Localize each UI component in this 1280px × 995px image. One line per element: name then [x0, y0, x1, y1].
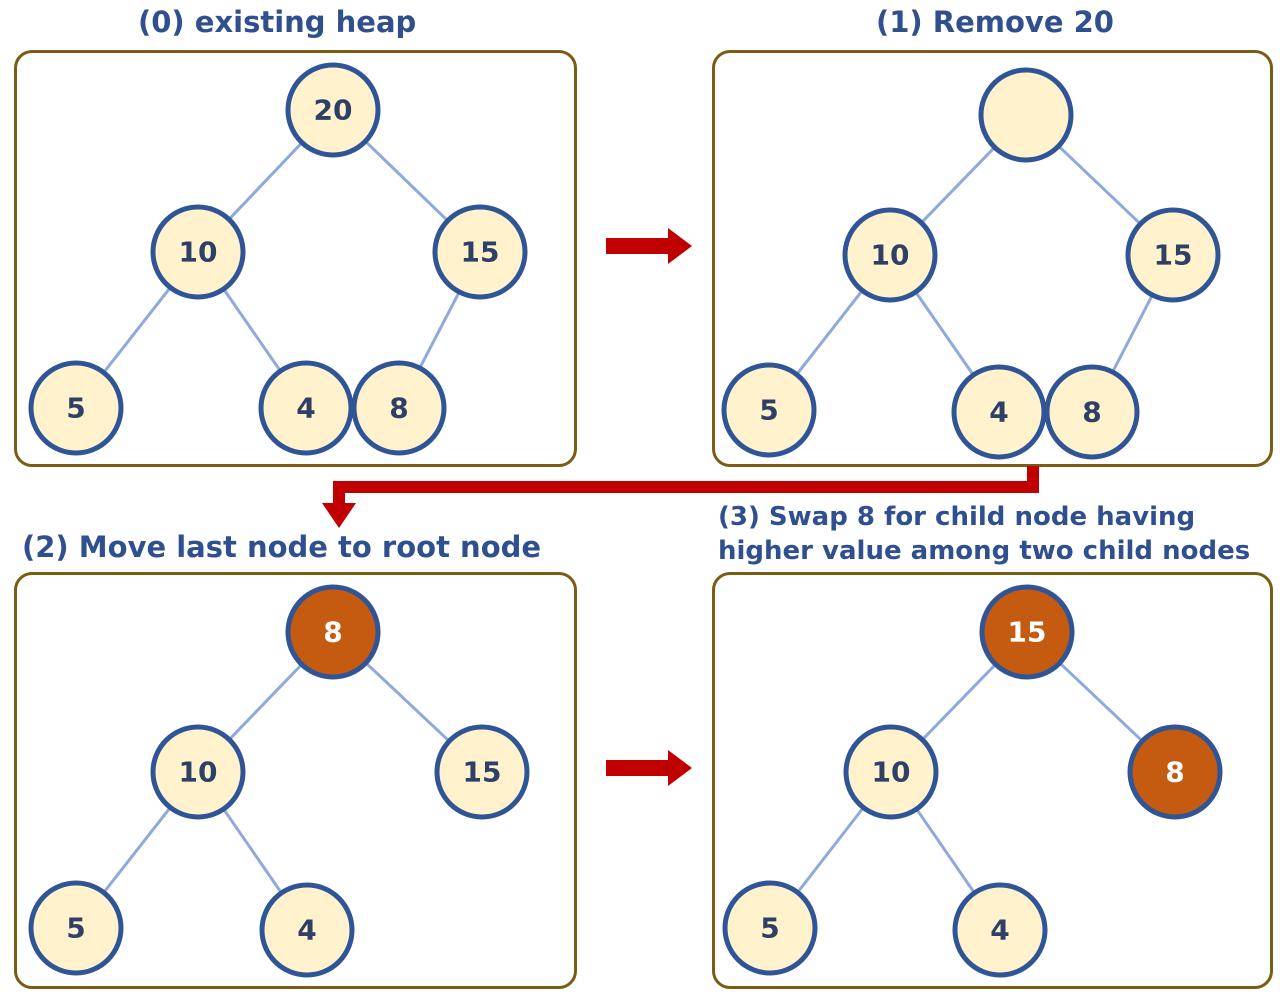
node-circle	[258, 360, 354, 456]
tree-edge-left-to-left-left	[103, 808, 171, 892]
tree-node-right: 15	[432, 204, 528, 300]
tree-node-right-left: 8	[351, 360, 447, 456]
node-circle	[434, 724, 530, 820]
tree-node-root: 15	[979, 584, 1075, 680]
node-circle	[1125, 207, 1221, 303]
node-value: 5	[760, 912, 779, 945]
tree-node-right-left: 8	[1044, 364, 1140, 460]
node-value: 8	[1165, 756, 1184, 789]
tree-edge-root-to-left	[229, 664, 302, 740]
node-circle	[951, 364, 1047, 460]
tree-edge-root-to-right	[365, 141, 448, 221]
node-circle	[843, 724, 939, 820]
arrow-step-2-to-3	[606, 750, 692, 786]
arrow-step-0-to-1	[606, 228, 692, 264]
tree-edge-left-to-left-right	[223, 809, 282, 893]
node-value: 15	[1154, 239, 1193, 272]
tree-edge-root-to-right	[366, 663, 449, 741]
node-value: 4	[296, 392, 315, 425]
panel-title: (0) existing heap	[138, 5, 417, 39]
node-circle	[979, 584, 1075, 680]
node-value: 5	[66, 392, 85, 425]
tree-edge-left-to-left-left	[103, 288, 171, 372]
tree-edge-left-to-left-right	[915, 292, 974, 375]
tree-node-left-left: 5	[721, 362, 817, 458]
panel-title-line-2: higher value among two child nodes	[718, 536, 1251, 566]
tree-edge-left-to-left-left	[797, 808, 864, 892]
node-value: 10	[872, 756, 911, 789]
node-value: 15	[1008, 616, 1047, 649]
node-value: 8	[323, 616, 342, 649]
tree-node-root: 20	[285, 62, 381, 158]
node-value: 15	[461, 236, 500, 269]
node-value: 10	[179, 236, 218, 269]
node-circle	[432, 204, 528, 300]
node-value: 20	[314, 94, 353, 127]
arrow-step-1-to-2	[322, 466, 1039, 528]
tree-node-left: 10	[842, 207, 938, 303]
node-value: 15	[463, 756, 502, 789]
node-circle	[28, 360, 124, 456]
node-circle	[259, 882, 355, 978]
panel-title: (1) Remove 20	[876, 5, 1114, 39]
tree-edge-left-to-left-right	[223, 289, 281, 371]
node-value: 10	[871, 239, 910, 272]
node-circle	[351, 360, 447, 456]
node-value: 4	[989, 396, 1008, 429]
node-circle	[978, 67, 1074, 163]
node-value: 4	[990, 914, 1009, 947]
node-value: 5	[66, 912, 85, 945]
node-circle	[721, 362, 817, 458]
tree-edge-root-to-left	[229, 143, 302, 219]
tree-node-right: 15	[1125, 207, 1221, 303]
node-circle	[285, 62, 381, 158]
tree-node-left: 10	[150, 724, 246, 820]
node-value: 10	[179, 756, 218, 789]
tree-node-left-left: 5	[28, 880, 124, 976]
node-circle	[1044, 364, 1140, 460]
tree-node-left: 10	[150, 204, 246, 300]
node-value: 4	[297, 914, 316, 947]
node-circle	[150, 724, 246, 820]
node-circle	[28, 880, 124, 976]
tree-edge-root-to-left	[922, 664, 996, 740]
node-value: 8	[1082, 396, 1101, 429]
node-circle	[1127, 724, 1223, 820]
node-value: 5	[759, 394, 778, 427]
tree-edge-right-to-right-left	[419, 293, 460, 367]
tree-node-left-right: 4	[951, 364, 1047, 460]
tree-node-left-left: 5	[28, 360, 124, 456]
node-circle	[952, 882, 1048, 978]
tree-node-root: 8	[285, 584, 381, 680]
tree-node-left-right: 4	[259, 882, 355, 978]
tree-edge-left-to-left-left	[796, 291, 863, 374]
panel-title-line-1: (3) Swap 8 for child node having	[718, 502, 1196, 532]
node-circle	[722, 880, 818, 976]
node-circle	[150, 204, 246, 300]
tree-edge-left-to-left-right	[916, 809, 975, 893]
tree-edge-root-to-right	[1060, 663, 1142, 741]
node-circle	[842, 207, 938, 303]
tree-edge-root-to-right	[1058, 146, 1141, 224]
tree-node-left-right: 4	[952, 882, 1048, 978]
tree-node-right: 15	[434, 724, 530, 820]
tree-node-left: 10	[843, 724, 939, 820]
tree-node-root	[978, 67, 1074, 163]
tree-edge-root-to-left	[921, 147, 995, 223]
node-circle	[285, 584, 381, 680]
tree-edge-right-to-right-left	[1112, 296, 1153, 371]
node-value: 8	[389, 392, 408, 425]
panel-title: (2) Move last node to root node	[22, 530, 542, 564]
tree-node-left-right: 4	[258, 360, 354, 456]
tree-node-right: 8	[1127, 724, 1223, 820]
tree-node-left-left: 5	[722, 880, 818, 976]
